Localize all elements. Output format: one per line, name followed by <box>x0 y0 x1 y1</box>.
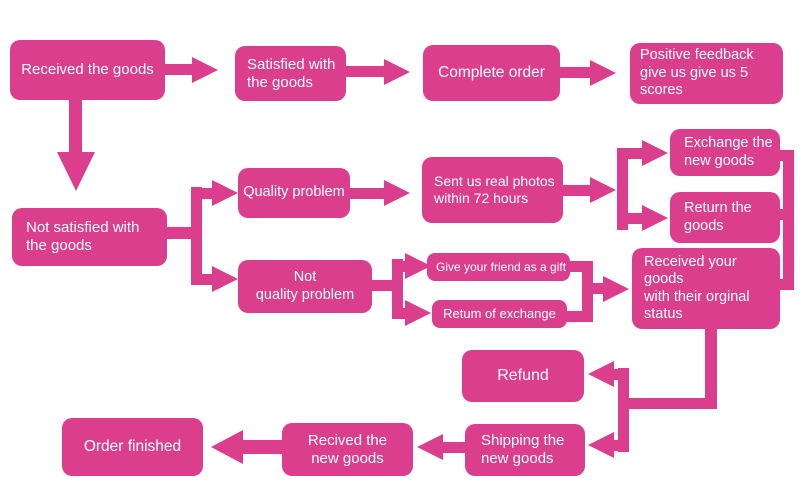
node-give-friend-gift: Give your friend as a gift <box>427 253 570 281</box>
node-exchange-new-goods: Exchange the new goods <box>670 129 780 176</box>
node-label: Complete order <box>438 63 545 81</box>
arrow-shaft <box>350 188 384 199</box>
arrow-right-icon <box>590 60 616 86</box>
arrow-shaft <box>562 185 590 196</box>
arrow-left-icon <box>417 434 443 460</box>
arrow-shaft <box>628 213 642 224</box>
node-label: Not satisfied with the goods <box>26 219 140 254</box>
connector-line <box>776 279 785 290</box>
node-complete-order: Complete order <box>423 45 560 101</box>
node-label: Order finished <box>83 437 182 455</box>
arrow-right-icon <box>405 300 431 326</box>
arrow-right-icon <box>192 57 218 83</box>
node-label: Positive feedback give us give us 5 scor… <box>640 47 754 99</box>
node-received-the-goods: Received the goods <box>10 40 165 100</box>
arrow-right-icon <box>642 140 668 166</box>
arrow-shaft <box>400 308 406 319</box>
arrow-left-icon <box>588 432 614 458</box>
connector-line <box>775 150 785 161</box>
arrow-right-icon <box>590 177 616 203</box>
node-label: Quality problem <box>243 184 345 201</box>
node-not-satisfied: Not satisfied with the goods <box>12 208 167 266</box>
arrow-shaft <box>200 274 212 285</box>
arrow-shaft <box>164 64 192 75</box>
node-label: Retum of exchange <box>443 306 556 322</box>
node-return-the-goods: Return the goods <box>670 192 780 243</box>
arrow-shaft <box>200 188 212 199</box>
arrow-right-icon <box>212 180 238 206</box>
arrow-shaft <box>69 99 82 155</box>
node-order-finished: Order finished <box>62 418 203 476</box>
arrow-shaft <box>241 440 283 454</box>
node-sent-real-photos: Sent us real photos within 72 hours <box>422 157 563 223</box>
arrow-right-icon <box>603 276 629 302</box>
arrow-shaft <box>346 66 384 77</box>
node-label: Not quality problem <box>255 269 355 303</box>
node-return-of-exchange: Retum of exchange <box>432 300 567 328</box>
arrow-left-icon <box>211 430 243 464</box>
connector-line <box>191 187 202 285</box>
arrow-right-icon <box>405 253 431 279</box>
arrow-left-icon <box>588 361 614 387</box>
node-label: Received the goods <box>21 61 154 78</box>
arrow-right-icon <box>642 205 668 231</box>
node-label: Give your friend as a gift <box>436 259 567 274</box>
arrow-shaft <box>593 283 603 294</box>
node-recived-new-goods: Recived the new goods <box>282 423 413 476</box>
node-refund: Refund <box>462 350 584 402</box>
node-label: Refund <box>497 367 549 385</box>
node-label: Received your goods with their orginal s… <box>644 253 750 322</box>
node-label: Satisfied with the goods <box>247 55 336 91</box>
arrow-right-icon <box>212 266 238 292</box>
connector-line <box>624 398 717 409</box>
connector-line <box>705 328 717 404</box>
arrow-shaft <box>400 261 406 272</box>
connector-line <box>618 368 629 452</box>
node-not-quality-problem: Not quality problem <box>238 260 372 313</box>
connector-line <box>566 261 582 272</box>
arrow-shaft <box>441 442 466 453</box>
connector-line <box>392 259 403 319</box>
node-label: Sent us real photos within 72 hours <box>434 173 555 206</box>
node-quality-problem: Quality problem <box>238 168 350 218</box>
connector-line <box>165 227 193 239</box>
connector-line <box>582 261 593 322</box>
connector-line <box>775 209 785 220</box>
arrow-right-icon <box>384 180 410 206</box>
arrow-down-icon <box>57 152 95 191</box>
arrow-shaft <box>612 440 629 451</box>
node-satisfied-with-goods: Satisfied with the goods <box>235 46 346 101</box>
connector-line <box>372 280 400 291</box>
connector-line <box>617 148 628 230</box>
arrow-shaft <box>559 67 590 78</box>
node-label: Exchange the new goods <box>684 135 773 169</box>
node-received-original-status: Received your goods with their orginal s… <box>632 248 780 329</box>
arrow-shaft <box>628 148 642 159</box>
node-shipping-new-goods: Shipping the new goods <box>465 424 585 476</box>
arrow-shaft <box>612 369 629 380</box>
node-label: Recived the new goods <box>307 431 388 467</box>
connector-line <box>563 311 582 322</box>
node-label: Shipping the new goods <box>481 432 565 467</box>
arrow-right-icon <box>384 59 410 85</box>
node-label: Return the goods <box>684 200 752 234</box>
node-positive-feedback: Positive feedback give us give us 5 scor… <box>630 43 783 104</box>
connector-line <box>783 150 794 290</box>
